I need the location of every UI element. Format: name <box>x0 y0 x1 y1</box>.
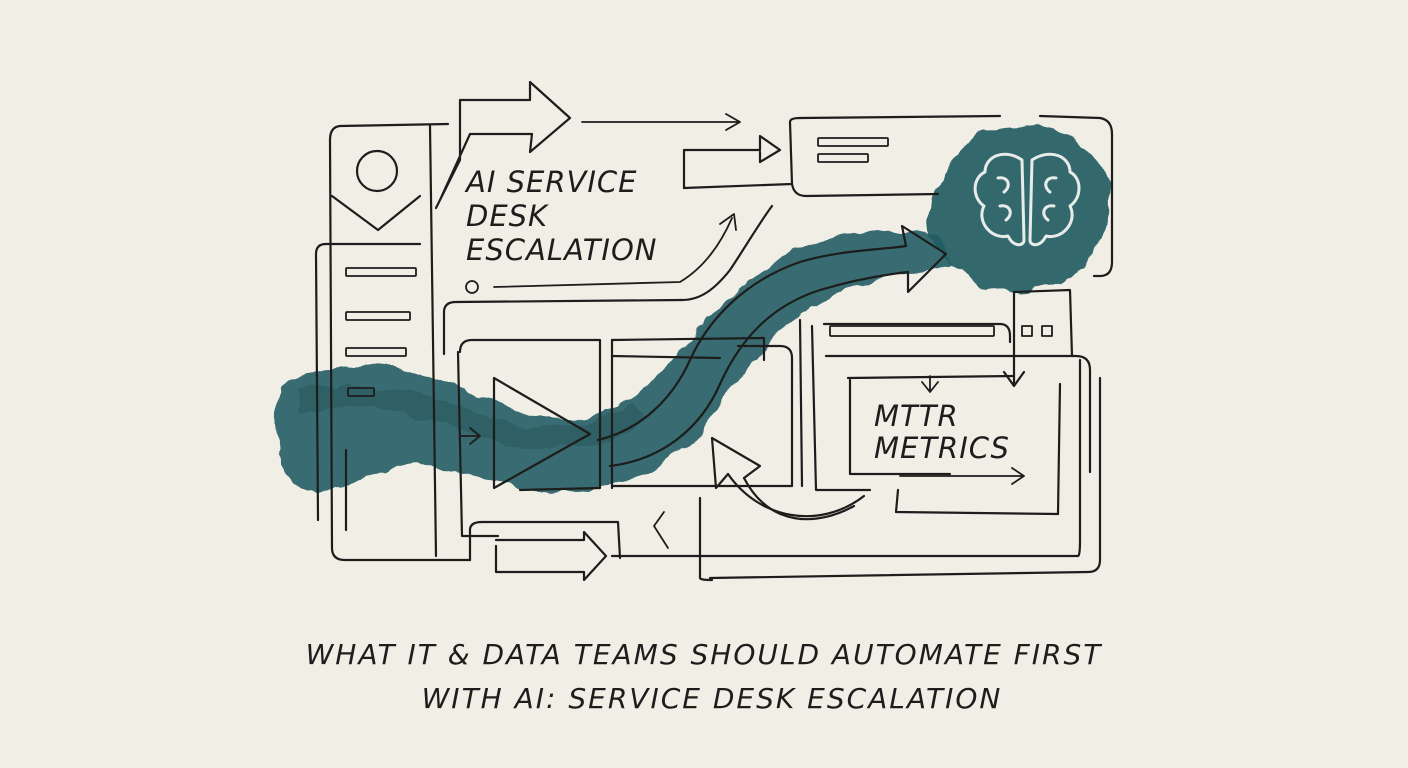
center-panels <box>456 318 872 538</box>
avatar-circle-icon <box>355 149 399 193</box>
metrics-label-line-1: MTTR <box>874 399 959 433</box>
sidebar-bar-2 <box>345 311 411 321</box>
card-bar-1 <box>817 137 889 147</box>
diagram-title-line-2: DESK <box>466 199 549 233</box>
return-curve-arrow <box>710 436 866 521</box>
left-window-panel <box>314 122 472 562</box>
metrics-label-line-2: METRICS <box>874 431 1010 465</box>
pin-marker-icon <box>330 194 422 232</box>
title-label-group: AI SERVICE DESK ESCALATION <box>464 165 658 267</box>
diagram-title-line-1: AI SERVICE <box>464 165 637 199</box>
sidebar-bar-3 <box>345 347 407 357</box>
arrow-icon <box>434 80 572 210</box>
right-metrics-panel: MTTR METRICS <box>698 288 1102 582</box>
play-triangle-icon <box>492 376 592 490</box>
sidebar-bar-1 <box>345 267 417 277</box>
top-right-card <box>682 114 1114 278</box>
window-buttons-icon <box>1021 325 1033 337</box>
top-hollow-arrow <box>434 80 572 210</box>
card-bar-2 <box>817 153 869 163</box>
caption-line-2: WITH AI: SERVICE DESK ESCALATION <box>422 682 1003 715</box>
right-bar-1 <box>829 325 995 337</box>
sidebar-bar-4 <box>347 387 375 397</box>
bottom-hollow-arrow <box>468 511 702 582</box>
caption-line-1: WHAT IT & DATA TEAMS SHOULD AUTOMATE FIR… <box>306 638 1103 671</box>
teal-wash-band <box>274 230 951 492</box>
brain-icon <box>973 152 1081 247</box>
caption: WHAT IT & DATA TEAMS SHOULD AUTOMATE FIR… <box>306 638 1103 715</box>
brain-wash-blob <box>926 126 1110 292</box>
diagram-title-line-3: ESCALATION <box>466 233 658 267</box>
